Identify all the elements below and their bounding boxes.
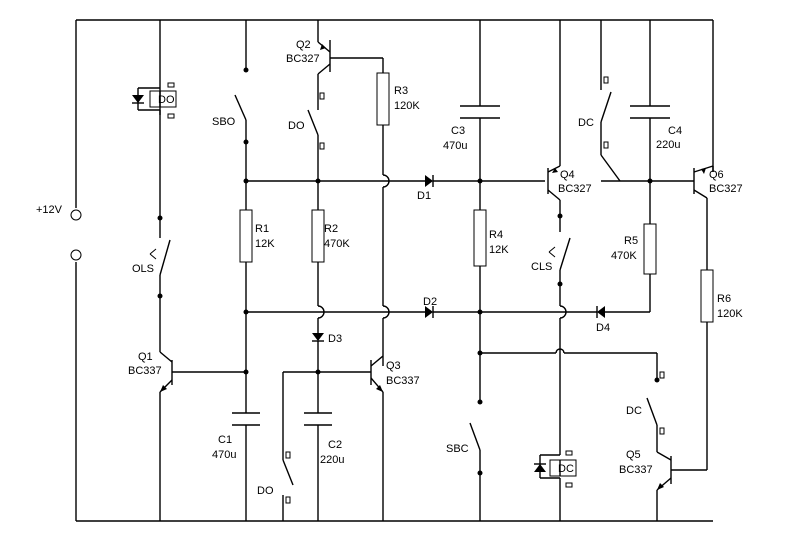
rails xyxy=(75,19,714,522)
resistor-R4: R4 12K xyxy=(473,209,509,402)
switch-CLS: CLS xyxy=(531,237,571,346)
switch-SBO-label: SBO xyxy=(212,116,236,128)
capacitor-C3: C3 470u xyxy=(443,20,500,210)
resistor-R3: R3 120K xyxy=(376,58,420,366)
contact-DC-lower: DC xyxy=(626,371,665,452)
D3-name: D3 xyxy=(328,333,342,345)
C2-name: C2 xyxy=(328,439,342,451)
R6-name: R6 xyxy=(717,293,731,305)
C2-value: 220u xyxy=(320,454,344,466)
relay-DO-label: DO xyxy=(158,94,175,106)
D1-name: D1 xyxy=(417,190,431,202)
Q5-name: Q5 xyxy=(626,449,641,461)
capacitor-C2: C2 220u xyxy=(304,369,344,521)
resistor-R2: R2 470K xyxy=(311,178,350,333)
switch-OLS-label: OLS xyxy=(132,263,154,275)
R4-value: 12K xyxy=(489,244,509,256)
R3-value: 120K xyxy=(394,100,420,112)
negative-terminal xyxy=(70,249,82,261)
diode-D4: D4 xyxy=(596,306,610,334)
transistor-Q4: Q4 BC327 xyxy=(547,20,592,232)
C1-value: 470u xyxy=(212,449,236,461)
switch-SBO: SBO xyxy=(212,20,249,145)
Q3-type: BC337 xyxy=(386,375,420,387)
switch-OLS: OLS xyxy=(132,215,171,352)
R4-name: R4 xyxy=(489,229,503,241)
relay-pin-icon xyxy=(565,482,573,488)
Q2-name: Q2 xyxy=(296,39,311,51)
Q1-type: BC337 xyxy=(128,365,162,377)
transistor-Q1: Q1 BC337 xyxy=(128,351,246,521)
resistor-R6: R6 120K xyxy=(671,269,743,471)
Q5-type: BC337 xyxy=(619,464,653,476)
Q4-type: BC327 xyxy=(558,183,592,195)
Q3-name: Q3 xyxy=(386,360,401,372)
Q6-name: Q6 xyxy=(709,169,724,181)
supply-terminals: +12V xyxy=(36,204,82,261)
diode-D3: D3 xyxy=(312,333,342,413)
Q4-name: Q4 xyxy=(560,169,575,181)
transistor-Q5: Q5 BC337 xyxy=(619,449,672,521)
capacitor-C4: C4 220u xyxy=(630,20,682,224)
supply-label: +12V xyxy=(36,204,63,216)
switch-SBC: SBC xyxy=(446,399,483,521)
bus-lower: D2 xyxy=(246,296,597,318)
relay-pin-icon xyxy=(565,450,573,456)
R2-value: 470K xyxy=(324,238,350,250)
resistor-R1: R1 12K xyxy=(239,142,275,413)
D1-symbol xyxy=(425,175,433,187)
contact-DO-lower-label: DO xyxy=(257,485,274,497)
C3-value: 470u xyxy=(443,140,467,152)
Q2-type: BC327 xyxy=(286,53,320,65)
C3-name: C3 xyxy=(451,125,465,137)
transistor-Q3: Q3 BC337 xyxy=(318,355,420,521)
D2-name: D2 xyxy=(423,296,437,308)
contact-DC-upper-label: DC xyxy=(578,117,594,129)
contact-DO-upper: DO xyxy=(288,92,325,210)
relay-diode-icon xyxy=(534,464,546,472)
resistor-R5: R5 470K xyxy=(605,223,657,313)
relay-pin-icon xyxy=(167,113,175,119)
C4-value: 220u xyxy=(656,139,680,151)
switch-CLS-label: CLS xyxy=(531,261,552,273)
R6-value: 120K xyxy=(717,308,743,320)
Q1-name: Q1 xyxy=(138,351,153,363)
C1-name: C1 xyxy=(218,434,232,446)
relay-DC-bottom: DC xyxy=(534,346,577,521)
bus-middle xyxy=(480,348,660,383)
R1-value: 12K xyxy=(255,238,275,250)
R3-name: R3 xyxy=(394,85,408,97)
bus-upper: D1 xyxy=(246,175,545,202)
contact-DC-upper: DC xyxy=(578,20,621,182)
R5-name: R5 xyxy=(624,235,638,247)
capacitor-C1: C1 470u xyxy=(212,309,260,521)
bus-q6-base xyxy=(601,178,694,184)
C4-name: C4 xyxy=(668,125,682,137)
contact-DC-lower-label: DC xyxy=(626,405,642,417)
R1-name: R1 xyxy=(255,223,269,235)
Q6-type: BC327 xyxy=(709,183,743,195)
positive-terminal xyxy=(70,209,82,221)
contact-DO-lower: DO xyxy=(257,371,318,521)
R5-value: 470K xyxy=(611,250,637,262)
transistor-Q2: Q2 BC327 xyxy=(286,20,383,110)
relay-diode-icon xyxy=(132,95,144,103)
relay-DO-top: DO xyxy=(132,20,177,218)
D4-name: D4 xyxy=(596,322,610,334)
contact-DO-upper-label: DO xyxy=(288,120,305,132)
relay-pin-icon xyxy=(167,82,175,88)
D2-symbol xyxy=(425,306,433,318)
relay-DC-label: DC xyxy=(558,463,574,475)
switch-SBC-label: SBC xyxy=(446,443,469,455)
R2-name: R2 xyxy=(324,223,338,235)
transistor-Q6: Q6 BC327 xyxy=(693,165,743,270)
